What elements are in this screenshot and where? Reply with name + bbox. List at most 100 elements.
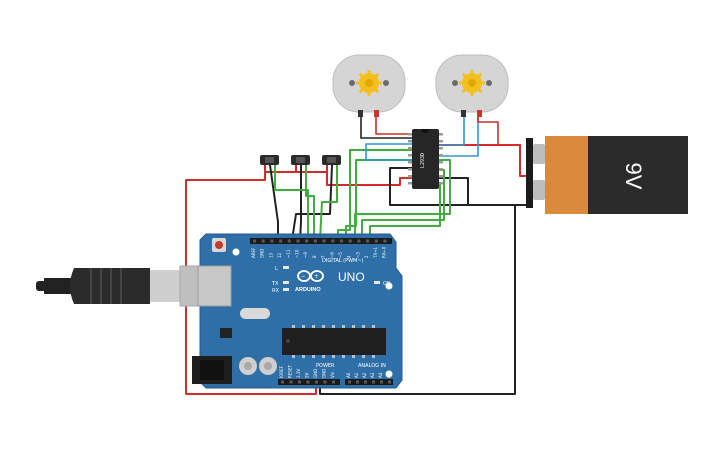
header-socket[interactable]: [348, 380, 351, 384]
power-pin-label-0: IOREF: [279, 365, 284, 378]
header-socket[interactable]: [296, 239, 300, 243]
header-socket[interactable]: [298, 380, 301, 384]
power-header-label: POWER: [316, 363, 335, 369]
header-socket[interactable]: [253, 239, 256, 243]
power-pin-label-6: Vin: [330, 371, 335, 378]
dc-motor-right[interactable]: [435, 54, 509, 117]
wire-red-battery[interactable]: [438, 144, 531, 177]
header-socket[interactable]: [279, 239, 283, 243]
wire-green-4[interactable]: [337, 149, 413, 241]
battery-icon: [545, 136, 588, 214]
power-pin-label-5: GND: [322, 369, 327, 378]
analog-header-label: ANALOG IN: [358, 363, 386, 369]
top-pin-label-14: TX→1: [373, 246, 378, 259]
digital-header[interactable]: [250, 238, 392, 244]
wire-green-6[interactable]: [354, 159, 451, 241]
analog-pin-label-0: A0: [346, 372, 351, 378]
top-pin-label-12: ~3: [355, 252, 360, 258]
analog-pin-label-3: A3: [370, 372, 375, 378]
analog-pin-label-4: A4: [378, 372, 383, 378]
header-socket[interactable]: [357, 239, 361, 243]
wires: [185, 111, 531, 395]
header-socket[interactable]: [348, 239, 352, 243]
header-socket[interactable]: [383, 239, 387, 243]
top-pin-label-0: AREF: [251, 247, 256, 258]
led-on: [374, 281, 380, 284]
top-pin-label-9: ~6: [329, 252, 334, 258]
ic-label: L293D: [420, 153, 426, 168]
header-socket[interactable]: [340, 239, 343, 243]
analog-pin-label-2: A2: [362, 372, 367, 378]
driver-ic[interactable]: L293D: [408, 129, 443, 189]
top-pin-label-5: ~10: [295, 249, 300, 258]
header-socket[interactable]: [332, 380, 335, 384]
header-socket[interactable]: [364, 380, 367, 384]
analog-header[interactable]: [345, 379, 393, 385]
power-pin-label-4: GND: [313, 369, 318, 378]
top-pin-label-3: 12: [277, 252, 282, 258]
label-l: L: [275, 266, 278, 272]
header-socket[interactable]: [322, 239, 326, 243]
motor-gear: [356, 70, 382, 96]
motor-gear: [459, 70, 485, 96]
header-socket[interactable]: [315, 380, 318, 384]
crystal: [240, 308, 270, 319]
top-pin-label-7: 8: [312, 255, 317, 258]
ic-chip-icon: [412, 129, 439, 189]
pushbutton-1[interactable]: [260, 155, 279, 165]
header-socket[interactable]: [388, 380, 391, 384]
top-pin-label-4: ~11: [286, 249, 291, 258]
header-socket[interactable]: [281, 380, 284, 384]
header-socket[interactable]: [372, 380, 375, 384]
atmega-chip: [282, 328, 386, 355]
power-pin-label-1: RESET: [288, 365, 293, 378]
header-socket[interactable]: [331, 239, 335, 243]
pushbutton-3[interactable]: [322, 155, 341, 165]
top-pin-label-8: 7: [321, 255, 326, 258]
svg-text:+: +: [314, 273, 319, 280]
wire-green-1[interactable]: [274, 164, 309, 241]
header-socket[interactable]: [366, 239, 370, 243]
usb-jack: [197, 265, 232, 307]
wire-green-2[interactable]: [305, 164, 315, 241]
wire-black-battery[interactable]: [438, 177, 529, 206]
top-pin-label-11: 4: [347, 255, 352, 258]
arduino-logo-icon: [297, 270, 324, 282]
power-pin-label-3: 5V: [305, 372, 310, 378]
top-pin-label-10: ~5: [338, 252, 343, 258]
top-pin-label-2: 13: [268, 252, 273, 258]
battery-9v[interactable]: 9V: [526, 136, 688, 214]
wire-green-3[interactable]: [319, 164, 338, 241]
label-rx: RX: [272, 288, 279, 294]
header-socket[interactable]: [306, 380, 310, 384]
pushbutton-2[interactable]: [291, 155, 310, 165]
wire-green-8[interactable]: [369, 183, 441, 241]
wire-blue-motor-right[interactable]: [438, 111, 479, 157]
header-socket[interactable]: [374, 239, 378, 243]
svg-text:−: −: [301, 273, 306, 280]
header-socket[interactable]: [289, 380, 293, 384]
header-socket[interactable]: [313, 239, 317, 243]
wire-red-driver-vcc[interactable]: [326, 171, 413, 186]
header-socket[interactable]: [287, 239, 291, 243]
wire-blue-motor-left[interactable]: [365, 143, 413, 161]
dc-motor-left[interactable]: [332, 54, 406, 117]
battery-label: 9V: [621, 163, 646, 190]
header-socket[interactable]: [305, 239, 309, 243]
brand-label: ARDUINO: [295, 287, 321, 293]
led-tx: [283, 281, 289, 284]
model-label: UNO: [338, 270, 365, 284]
header-socket[interactable]: [261, 239, 265, 243]
header-socket[interactable]: [356, 380, 359, 384]
digital-header-label: DIGITAL (PWM~): [322, 258, 364, 264]
label-on: ON: [383, 281, 391, 287]
header-socket[interactable]: [270, 239, 274, 243]
header-socket[interactable]: [323, 380, 327, 384]
header-socket[interactable]: [380, 380, 383, 384]
wire-black-motor-left[interactable]: [360, 111, 413, 139]
top-pin-label-15: RX←0: [382, 246, 387, 258]
